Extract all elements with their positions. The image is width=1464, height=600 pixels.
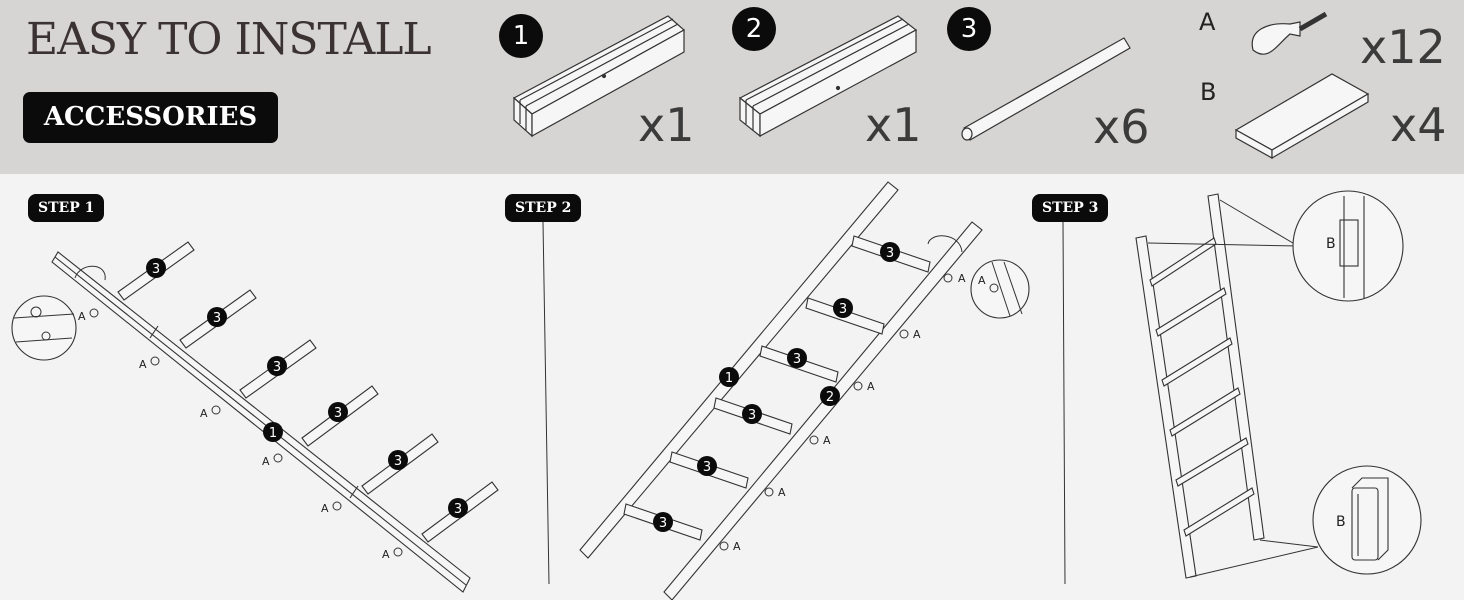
part-3-badge: 3 bbox=[947, 7, 991, 51]
svg-text:A: A bbox=[958, 272, 966, 285]
svg-text:A: A bbox=[262, 455, 270, 468]
part-3-quantity: x6 bbox=[1093, 100, 1150, 154]
svg-text:A: A bbox=[778, 486, 786, 499]
step-2-rail-badges: 1 2 bbox=[719, 367, 840, 406]
step-2-detail-circle bbox=[970, 259, 1030, 319]
accessories-badge: ACCESSORIES bbox=[23, 92, 278, 143]
step-1-detail-circle bbox=[11, 295, 77, 361]
step-1-rungs bbox=[117, 241, 499, 543]
svg-text:A: A bbox=[867, 380, 875, 393]
step-3-badge: STEP 3 bbox=[1032, 194, 1109, 222]
step-3-divider bbox=[1062, 221, 1066, 585]
svg-text:1: 1 bbox=[269, 426, 277, 441]
part-1-quantity: x1 bbox=[638, 98, 695, 152]
hardware-a-quantity: x12 bbox=[1360, 20, 1446, 74]
step-3-leader-lines bbox=[1147, 199, 1319, 578]
svg-text:1: 1 bbox=[725, 371, 733, 386]
hardware-b-letter: B bbox=[1200, 78, 1217, 106]
step-1-rail-badge: 1 bbox=[263, 422, 283, 442]
step-2-detail-letter: A bbox=[978, 274, 986, 287]
screw-a-drawing bbox=[1251, 11, 1328, 55]
cap-b-drawing bbox=[1234, 73, 1370, 160]
part-1-badge: 1 bbox=[499, 14, 543, 58]
step-3-top-cap-letter: B bbox=[1326, 236, 1336, 252]
rung-drawing bbox=[961, 37, 1131, 141]
step-1-badge: STEP 1 bbox=[28, 194, 105, 222]
step-3-bottom-cap-letter: B bbox=[1336, 514, 1346, 530]
page-title: EASY TO INSTALL bbox=[26, 14, 432, 65]
side-rail-1-drawing bbox=[512, 15, 686, 138]
svg-text:A: A bbox=[733, 540, 741, 553]
hardware-b-quantity: x4 bbox=[1390, 98, 1447, 152]
step-2-badge: STEP 2 bbox=[505, 194, 582, 222]
side-rail-2-drawing bbox=[738, 15, 918, 138]
step-2-rung-labels bbox=[653, 242, 900, 532]
svg-text:A: A bbox=[823, 434, 831, 447]
step-1-rotate-arrow bbox=[74, 265, 106, 281]
svg-text:A: A bbox=[321, 502, 329, 515]
step-1-rail-drawing bbox=[51, 251, 471, 593]
svg-text:A: A bbox=[382, 548, 390, 561]
svg-text:A: A bbox=[78, 310, 86, 323]
svg-text:2: 2 bbox=[826, 390, 834, 405]
part-2-badge: 2 bbox=[732, 7, 776, 51]
step-2-screws: A A A A A A bbox=[719, 272, 966, 553]
step-2-ladder-drawing bbox=[579, 181, 983, 600]
step-2-rotate-arrow bbox=[927, 235, 963, 253]
svg-text:A: A bbox=[139, 358, 147, 371]
part-2-quantity: x1 bbox=[865, 98, 922, 152]
step-1-rung-labels bbox=[146, 258, 468, 518]
svg-text:A: A bbox=[200, 407, 208, 420]
svg-text:A: A bbox=[913, 328, 921, 341]
hardware-a-letter: A bbox=[1199, 8, 1216, 36]
step-2-divider bbox=[542, 221, 550, 585]
step-1-screws: A A A A A A bbox=[78, 308, 403, 561]
step-2-rungs bbox=[623, 235, 931, 541]
step-3-ladder-drawing bbox=[1135, 193, 1265, 579]
